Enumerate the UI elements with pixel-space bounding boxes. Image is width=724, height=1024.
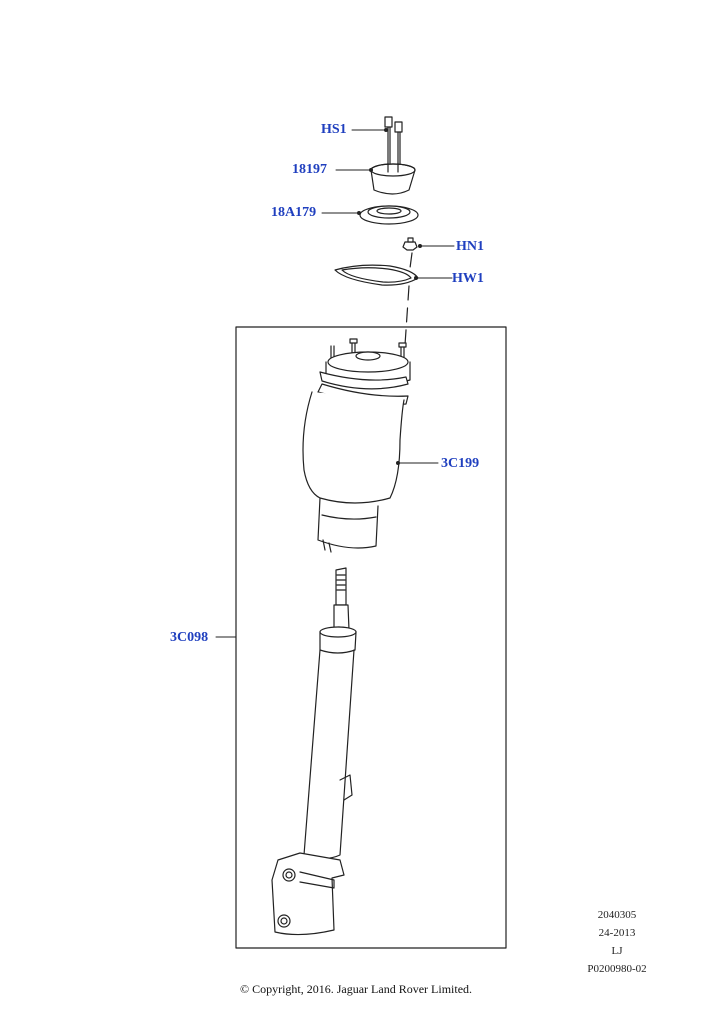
- drawing-number: 2040305: [597, 909, 637, 921]
- seat-18a179-drawing: [359, 205, 419, 225]
- callout-hs1[interactable]: HS1: [321, 122, 347, 137]
- air-spring-3c199-drawing: [302, 338, 411, 553]
- callout-3c199[interactable]: 3C199: [441, 456, 480, 471]
- assembly-axis-line: [404, 252, 413, 346]
- gasket-hw1-drawing: [334, 264, 419, 286]
- damper-3c098-drawing: [271, 567, 357, 936]
- callout-hw1[interactable]: HW1: [452, 271, 484, 286]
- leader-dots: [357, 128, 422, 465]
- copyright-notice: © Copyright, 2016. Jaguar Land Rover Lim…: [239, 982, 473, 996]
- leader-lines: [215, 129, 455, 638]
- drawing-reference: P0200980-02: [587, 963, 647, 975]
- callout-18a179[interactable]: 18A179: [271, 205, 317, 220]
- callout-hn1[interactable]: HN1: [456, 239, 484, 254]
- drawing-date-code: 24-2013: [598, 927, 636, 939]
- drawing-author-code: LJ: [611, 945, 623, 957]
- callout-3c098[interactable]: 3C098: [170, 630, 209, 645]
- top-mount-18197-drawing: [370, 162, 416, 195]
- callout-18197[interactable]: 18197: [292, 162, 327, 177]
- nut-hn1-drawing: [402, 237, 418, 251]
